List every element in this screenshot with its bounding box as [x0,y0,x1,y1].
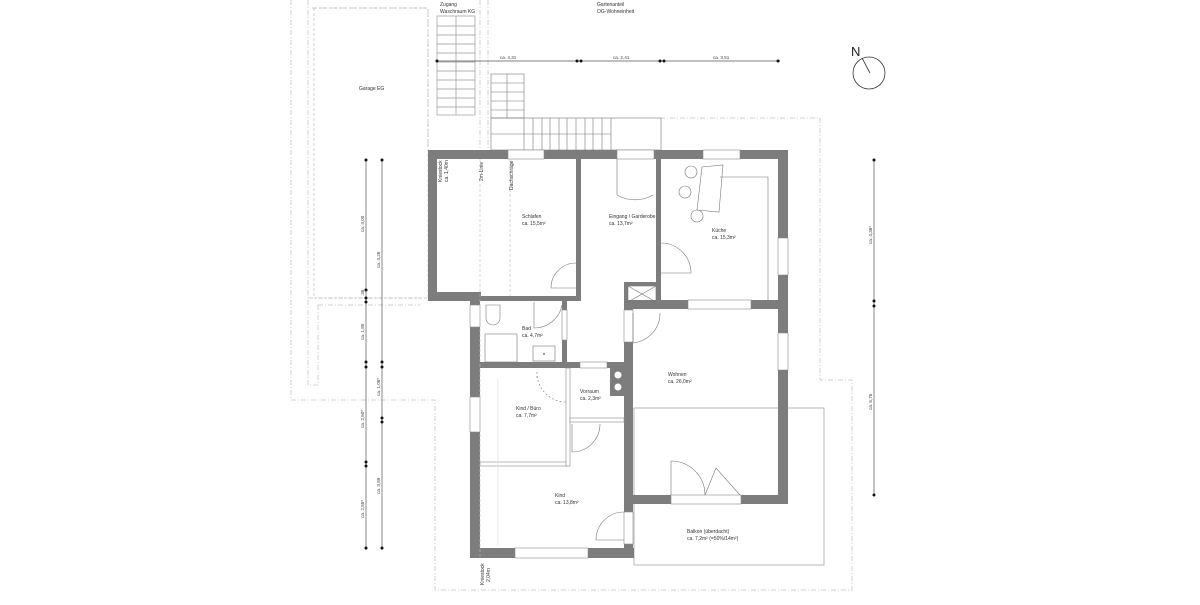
garden-label-2: OG-Wohneinheit [597,9,635,15]
room-kind-name: Kind [555,493,565,499]
room-kind-area: ca. 13,8m² [555,500,579,506]
room-bad-area: ca. 4,7m² [522,333,543,339]
kniestock-bottom-label-1: Kniestock [480,563,486,585]
balcony-outline [633,407,825,566]
access-label-1: Zugang [440,2,457,8]
roof-slope-label: Dachschräge [509,160,515,190]
room-kueche-area: ca. 15,3m² [712,235,736,241]
dim-left-outer-4: ca. 2,55⁵ [360,500,365,518]
kniestock-top-label-2: ca. 1,40m [444,160,450,182]
room-vorraum-area: ca. 2,3m² [580,396,601,402]
roof-lines [479,159,511,558]
stair-basement [436,15,476,116]
garage [313,7,429,299]
dim-right-2: ca. 5,76 [868,393,873,410]
room-schlafen-area: ca. 15,5m² [522,221,546,227]
access-label-2: Waschraum KG [440,9,475,15]
room-eingang-name: Eingang / Garderobe [609,214,656,220]
north-arrow: N [851,44,886,90]
dim-top-1: ca. 4,31 [500,55,517,60]
room-bad-name: Bad [522,326,531,332]
room-schlafen-name: Schlafen [522,214,542,220]
dim-top-3: ca. 3,51 [713,55,730,60]
dim-left-outer-1: ca. 4,00 [360,215,365,232]
room-vorraum-name: Vorraum [580,389,599,395]
dimension-left: ca. 4,00 .36 ca. 1,85 ca. 2,50⁵ ca. 2,55… [360,158,384,550]
room-balkon-name: Balkon (überdacht) [687,529,730,535]
dimension-right: ca. 4,36⁵ ca. 5,76 [868,158,876,497]
dim-left-inner-1: ca. 4,26 [376,251,381,268]
room-balkon-area: ca. 7,2m² (=50%/14m²) [687,536,739,542]
dim-top-2: ca. 2,41 [613,55,630,60]
dim-left-outer-3: ca. 2,50⁵ [360,410,365,428]
kniestock-bottom-label-2: 2,04m [486,568,492,582]
garden-label-1: Gartenanteil [597,2,624,8]
dimension-top: ca. 4,31 ca. 2,41 ca. 3,51 [435,55,780,63]
annotations: Zugang Waschraum KG Gartenanteil OG-Wohn… [359,2,635,585]
garage-label: Garage EG [359,86,384,92]
dim-right-1: ca. 4,36⁵ [868,226,873,244]
room-kindbuero-name: Kind / Büro [516,406,541,412]
dim-left-outer-2: ca. 1,85 [360,323,365,340]
dim-left-inner-3: ca. 3,89 [376,477,381,494]
room-wohnen-name: Wohnen [668,372,687,378]
room-wohnen-area: ca. 26,0m² [668,379,692,385]
2m-line-label: 2m-Linie [479,162,485,181]
room-labels: Schlafen ca. 15,5m² Eingang / Garderobe … [516,214,739,542]
room-kindbuero-area: ca. 7,7m² [516,413,537,419]
north-label: N [851,44,860,59]
dim-left-inner-2: ca. 1,06⁵ [376,378,381,396]
windows [469,149,789,559]
door-swings [533,159,741,541]
fixtures [484,164,769,391]
room-eingang-area: ca. 13,7m² [609,221,633,227]
stair-entrance [490,73,662,151]
kniestock-top-label-1: Kniestock [438,160,444,182]
dim-left-small: .36 [360,289,365,296]
room-kueche-name: Küche [712,228,726,234]
